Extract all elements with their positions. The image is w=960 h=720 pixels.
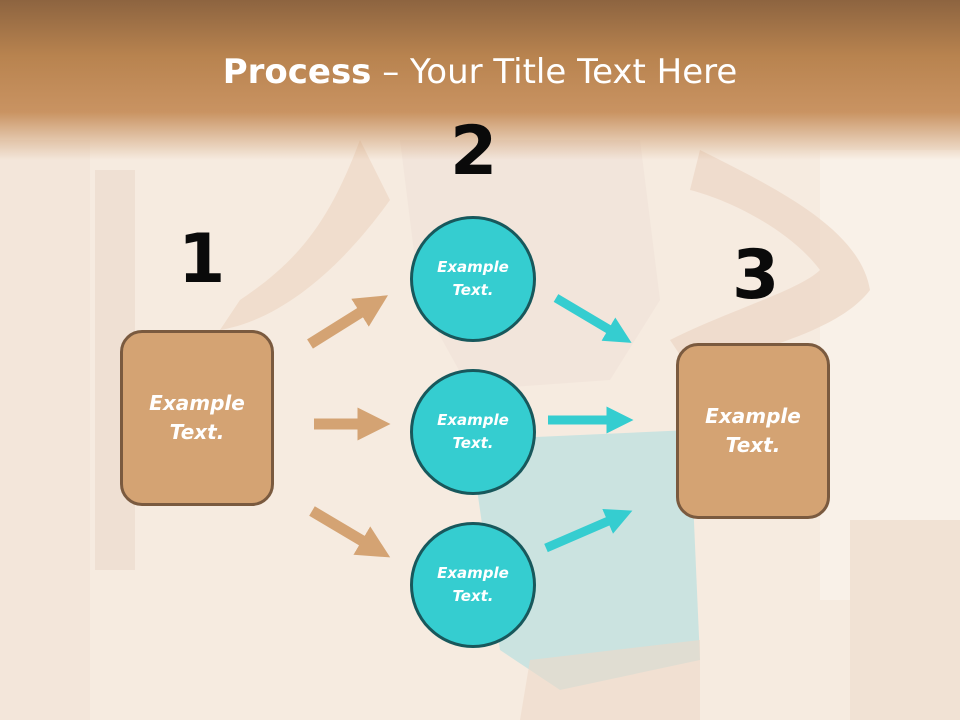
circle-middle: Example Text. [410, 369, 536, 495]
arrow-bottom-to-right [544, 508, 633, 553]
right-box-line1: Example [705, 404, 801, 428]
header-band [0, 0, 960, 160]
step-number-2: 2 [450, 112, 498, 191]
step-number-1: 1 [178, 220, 226, 299]
circle-middle-line2: Text. [452, 434, 494, 452]
step-number-3: 3 [732, 236, 780, 315]
left-text-box: Example Text. [120, 330, 274, 506]
arrow-left-to-top [307, 295, 388, 349]
title-bold: Process [222, 52, 372, 92]
circle-bottom: Example Text. [410, 522, 536, 648]
circle-bottom-line2: Text. [452, 587, 494, 605]
page-title: Process – Your Title Text Here [0, 52, 960, 92]
left-box-line2: Text. [169, 420, 225, 444]
left-box-line1: Example [149, 391, 245, 415]
circle-bottom-line1: Example [437, 564, 509, 582]
circle-top: Example Text. [410, 216, 536, 342]
title-rest: – Your Title Text Here [371, 52, 738, 92]
right-box-line2: Text. [725, 433, 781, 457]
arrow-top-to-right [553, 294, 632, 343]
arrow-left-to-bottom [309, 506, 391, 558]
circle-middle-line1: Example [437, 411, 509, 429]
circle-top-line1: Example [437, 258, 509, 276]
right-text-box: Example Text. [676, 343, 830, 519]
circle-top-line2: Text. [452, 281, 494, 299]
